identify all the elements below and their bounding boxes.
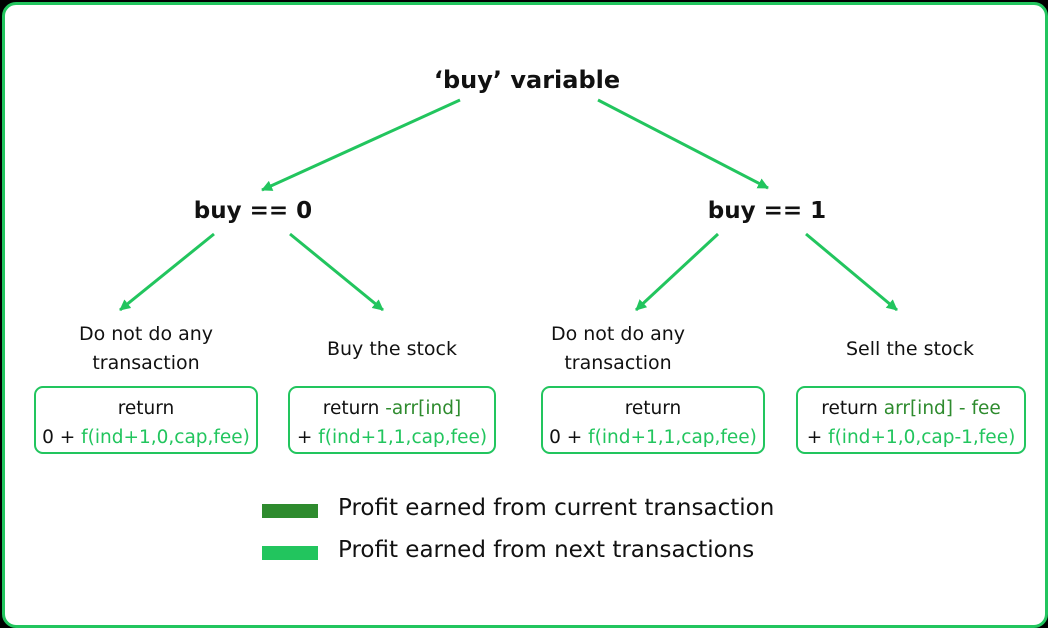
legend-label-next: Profit earned from next transactions bbox=[338, 537, 755, 563]
option-description-line: Do not do any bbox=[78, 323, 214, 345]
legend-swatch-current bbox=[262, 504, 318, 518]
code-line: 0 + f(ind+1,0,cap,fee) bbox=[36, 423, 256, 452]
code-text: + bbox=[296, 427, 319, 448]
code-text: return bbox=[821, 398, 884, 419]
arrow-root-to-buy1 bbox=[597, 98, 769, 190]
code-box: return 0 + f(ind+1,0,cap,fee) bbox=[34, 386, 258, 454]
condition-buy-0: buy == 0 bbox=[193, 198, 313, 224]
option-description: Do not do any transaction bbox=[36, 320, 256, 378]
option-description: Buy the stock bbox=[282, 335, 502, 364]
code-line: return -arr[ind] bbox=[290, 394, 494, 423]
legend-label-current: Profit earned from current transaction bbox=[338, 495, 775, 521]
option-description: Sell the stock bbox=[800, 335, 1020, 364]
condition-buy-1: buy == 1 bbox=[707, 198, 827, 224]
code-text: 0 + bbox=[42, 427, 82, 448]
code-text: + bbox=[806, 427, 829, 448]
code-text: return bbox=[322, 398, 386, 419]
arrow-buy1-to-no-transaction bbox=[634, 232, 720, 312]
legend-swatch-next bbox=[262, 546, 318, 560]
option-description-line: transaction bbox=[564, 352, 672, 374]
code-line: + f(ind+1,0,cap-1,fee) bbox=[798, 423, 1024, 452]
code-next-term: f(ind+1,1,cap,fee) bbox=[588, 427, 757, 448]
code-line: return bbox=[36, 394, 256, 423]
option-description-line: Buy the stock bbox=[326, 338, 457, 360]
arrow-buy0-to-buy-stock bbox=[289, 232, 384, 312]
code-text: return bbox=[624, 398, 682, 419]
code-line: + f(ind+1,1,cap,fee) bbox=[290, 423, 494, 452]
arrow-root-to-buy0 bbox=[261, 98, 461, 192]
code-line: return arr[ind] - fee bbox=[798, 394, 1024, 423]
code-next-term: f(ind+1,0,cap-1,fee) bbox=[828, 427, 1016, 448]
code-text: return bbox=[117, 398, 175, 419]
arrow-buy1-to-sell-stock bbox=[805, 232, 898, 312]
code-next-term: f(ind+1,1,cap,fee) bbox=[318, 427, 488, 448]
code-line: 0 + f(ind+1,1,cap,fee) bbox=[543, 423, 763, 452]
code-current-term: -arr[ind] bbox=[385, 398, 462, 419]
option-description-line: Sell the stock bbox=[846, 338, 974, 360]
option-description-line: transaction bbox=[92, 352, 200, 374]
code-line: return bbox=[543, 394, 763, 423]
code-box: return -arr[ind] + f(ind+1,1,cap,fee) bbox=[288, 386, 496, 454]
code-text: 0 + bbox=[549, 427, 589, 448]
code-current-term: arr[ind] - fee bbox=[883, 398, 1001, 419]
code-next-term: f(ind+1,0,cap,fee) bbox=[81, 427, 250, 448]
code-box: return arr[ind] - fee + f(ind+1,0,cap-1,… bbox=[796, 386, 1026, 454]
code-box: return 0 + f(ind+1,1,cap,fee) bbox=[541, 386, 765, 454]
option-description-line: Do not do any bbox=[550, 323, 686, 345]
option-description: Do not do any transaction bbox=[508, 320, 728, 378]
root-node-label: ‘buy’ variable bbox=[433, 66, 621, 94]
arrow-buy0-to-no-transaction bbox=[119, 232, 215, 312]
